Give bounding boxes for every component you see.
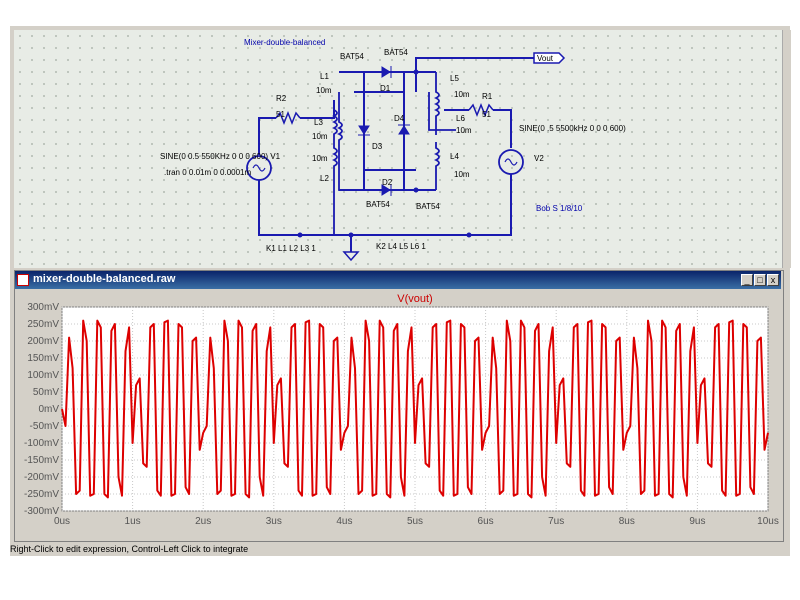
waveform-plot[interactable]: V(vout) 300mV 250mV 200mV 150mV 100mV 50mV 0mV -… — [15, 290, 781, 540]
inductor-l3 — [336, 92, 416, 191]
label-l4-value: 10m — [454, 170, 470, 179]
label-d1: D1 — [380, 84, 391, 93]
label-bat54-bottom: BAT54 — [366, 200, 390, 209]
diode-d4 — [398, 124, 410, 135]
label-vout: Vout — [537, 54, 554, 63]
label-tran: .tran 0 0.01m 0 0.0001m — [164, 168, 252, 177]
label-d4: D4 — [394, 114, 405, 123]
wire-vout — [415, 57, 534, 92]
wire-v2-gnd — [469, 174, 512, 236]
restore-button[interactable]: □ — [754, 274, 766, 286]
label-l1: L1 — [320, 72, 329, 81]
wire-v1-r2 — [258, 117, 276, 155]
label-author: Bob S 1/8/10 — [536, 204, 583, 213]
series-line-vout — [61, 319, 769, 499]
x-tick-label: 3us — [266, 516, 282, 527]
label-k1: K1 L1 L2 L3 1 — [266, 244, 316, 253]
x-tick-label: 5us — [407, 516, 423, 527]
label-l1-value: 10m — [316, 86, 332, 95]
label-l2-value: 10m — [312, 154, 328, 163]
label-v1-source: SINE(0 0.5 550KHz 0 0 0 600) V1 — [160, 152, 281, 161]
x-tick-label: 0us — [54, 516, 70, 527]
y-tick-label: -250mV — [24, 489, 59, 500]
x-tick-label: 7us — [548, 516, 564, 527]
label-bat54-top: BAT54 — [340, 52, 364, 61]
y-tick-label: -50mV — [30, 421, 60, 432]
y-tick-label: 50mV — [33, 387, 59, 398]
label-l3-value: 10m — [312, 132, 328, 141]
wire-l5-l4 — [416, 71, 436, 191]
ground-symbol — [342, 251, 360, 262]
inductor-l4 — [433, 142, 440, 190]
inductor-l6 — [428, 92, 456, 131]
schematic-canvas[interactable]: Mixer-double-balanced BAT54 BAT54 Vout L… — [14, 30, 783, 268]
label-v2-source: SINE(0 .5 5500kHz 0 0 0 600) — [519, 124, 626, 133]
label-l2: L2 — [320, 174, 329, 183]
label-r1: R1 — [482, 92, 493, 101]
minimize-button[interactable]: _ — [741, 274, 753, 286]
inductor-l2 — [300, 142, 338, 236]
chart-title: V(vout) — [397, 293, 432, 305]
x-tick-label: 8us — [619, 516, 635, 527]
waveform-window-title: mixer-double-balanced.raw — [33, 273, 176, 285]
label-r2: R2 — [276, 94, 287, 103]
diode-d2 — [381, 184, 392, 196]
resistor-r1 — [468, 102, 494, 118]
schematic-drawing — [246, 52, 566, 262]
waveform-titlebar[interactable]: mixer-double-balanced.raw _ □ x — [15, 271, 781, 289]
wire-bridge-cross — [354, 91, 416, 171]
y-tick-label: -150mV — [24, 455, 59, 466]
label-bat54-bottom2: BAT54 — [416, 202, 440, 211]
diode-d3 — [358, 125, 370, 136]
label-l5-value: 10m — [454, 90, 470, 99]
inductor-l5 — [433, 72, 440, 135]
sine-v2 — [504, 158, 518, 166]
y-tick-label: -300mV — [24, 506, 59, 517]
label-l4: L4 — [450, 152, 459, 161]
wire-r1-v2 — [493, 109, 512, 148]
label-l6: L6 — [456, 114, 465, 123]
y-tick-label: 0mV — [38, 404, 59, 415]
label-l3: L3 — [314, 118, 323, 127]
waveform-chart[interactable]: V(vout) 300mV 250mV 200mV 150mV 100mV 50mV 0mV -… — [15, 290, 781, 540]
sine-v1 — [252, 164, 266, 172]
y-tick-label: 200mV — [27, 336, 59, 347]
y-tick-label: -100mV — [24, 438, 59, 449]
y-tick-label: 250mV — [27, 319, 59, 330]
vout-flag — [533, 52, 566, 64]
x-tick-label: 10us — [757, 516, 779, 527]
label-d2: D2 — [382, 178, 393, 187]
waveform-window: mixer-double-balanced.raw _ □ x V(vout) 3… — [14, 270, 784, 542]
x-tick-label: 6us — [478, 516, 494, 527]
wire-r2-l1 — [300, 100, 335, 119]
status-bar: Right-Click to edit expression, Control-… — [10, 543, 790, 555]
close-button[interactable]: x — [767, 274, 779, 286]
waveform-app-icon — [17, 274, 29, 286]
label-l6-value: 10m — [456, 126, 472, 135]
label-k2: K2 L4 L5 L6 1 — [376, 242, 426, 251]
label-r1-value: 51 — [482, 110, 491, 119]
x-tick-label: 2us — [195, 516, 211, 527]
label-v2: V2 — [534, 154, 544, 163]
label-r2-value: 51 — [276, 110, 285, 119]
schematic-title: Mixer-double-balanced — [244, 38, 326, 47]
diode-d1 — [381, 66, 392, 78]
label-bat54-top2: BAT54 — [384, 48, 408, 57]
inductor-l1 — [331, 100, 338, 142]
label-l5: L5 — [450, 74, 459, 83]
wire-v1-gnd — [258, 180, 300, 236]
y-tick-label: 150mV — [27, 353, 59, 364]
x-tick-label: 1us — [125, 516, 141, 527]
resistor-r2 — [275, 110, 301, 126]
x-tick-label: 4us — [336, 516, 352, 527]
label-d3: D3 — [372, 142, 383, 151]
x-tick-label: 9us — [689, 516, 705, 527]
y-tick-label: 100mV — [27, 370, 59, 381]
y-tick-label: 300mV — [27, 302, 59, 313]
schematic-scrollbar[interactable] — [782, 30, 791, 268]
y-tick-label: -200mV — [24, 472, 59, 483]
